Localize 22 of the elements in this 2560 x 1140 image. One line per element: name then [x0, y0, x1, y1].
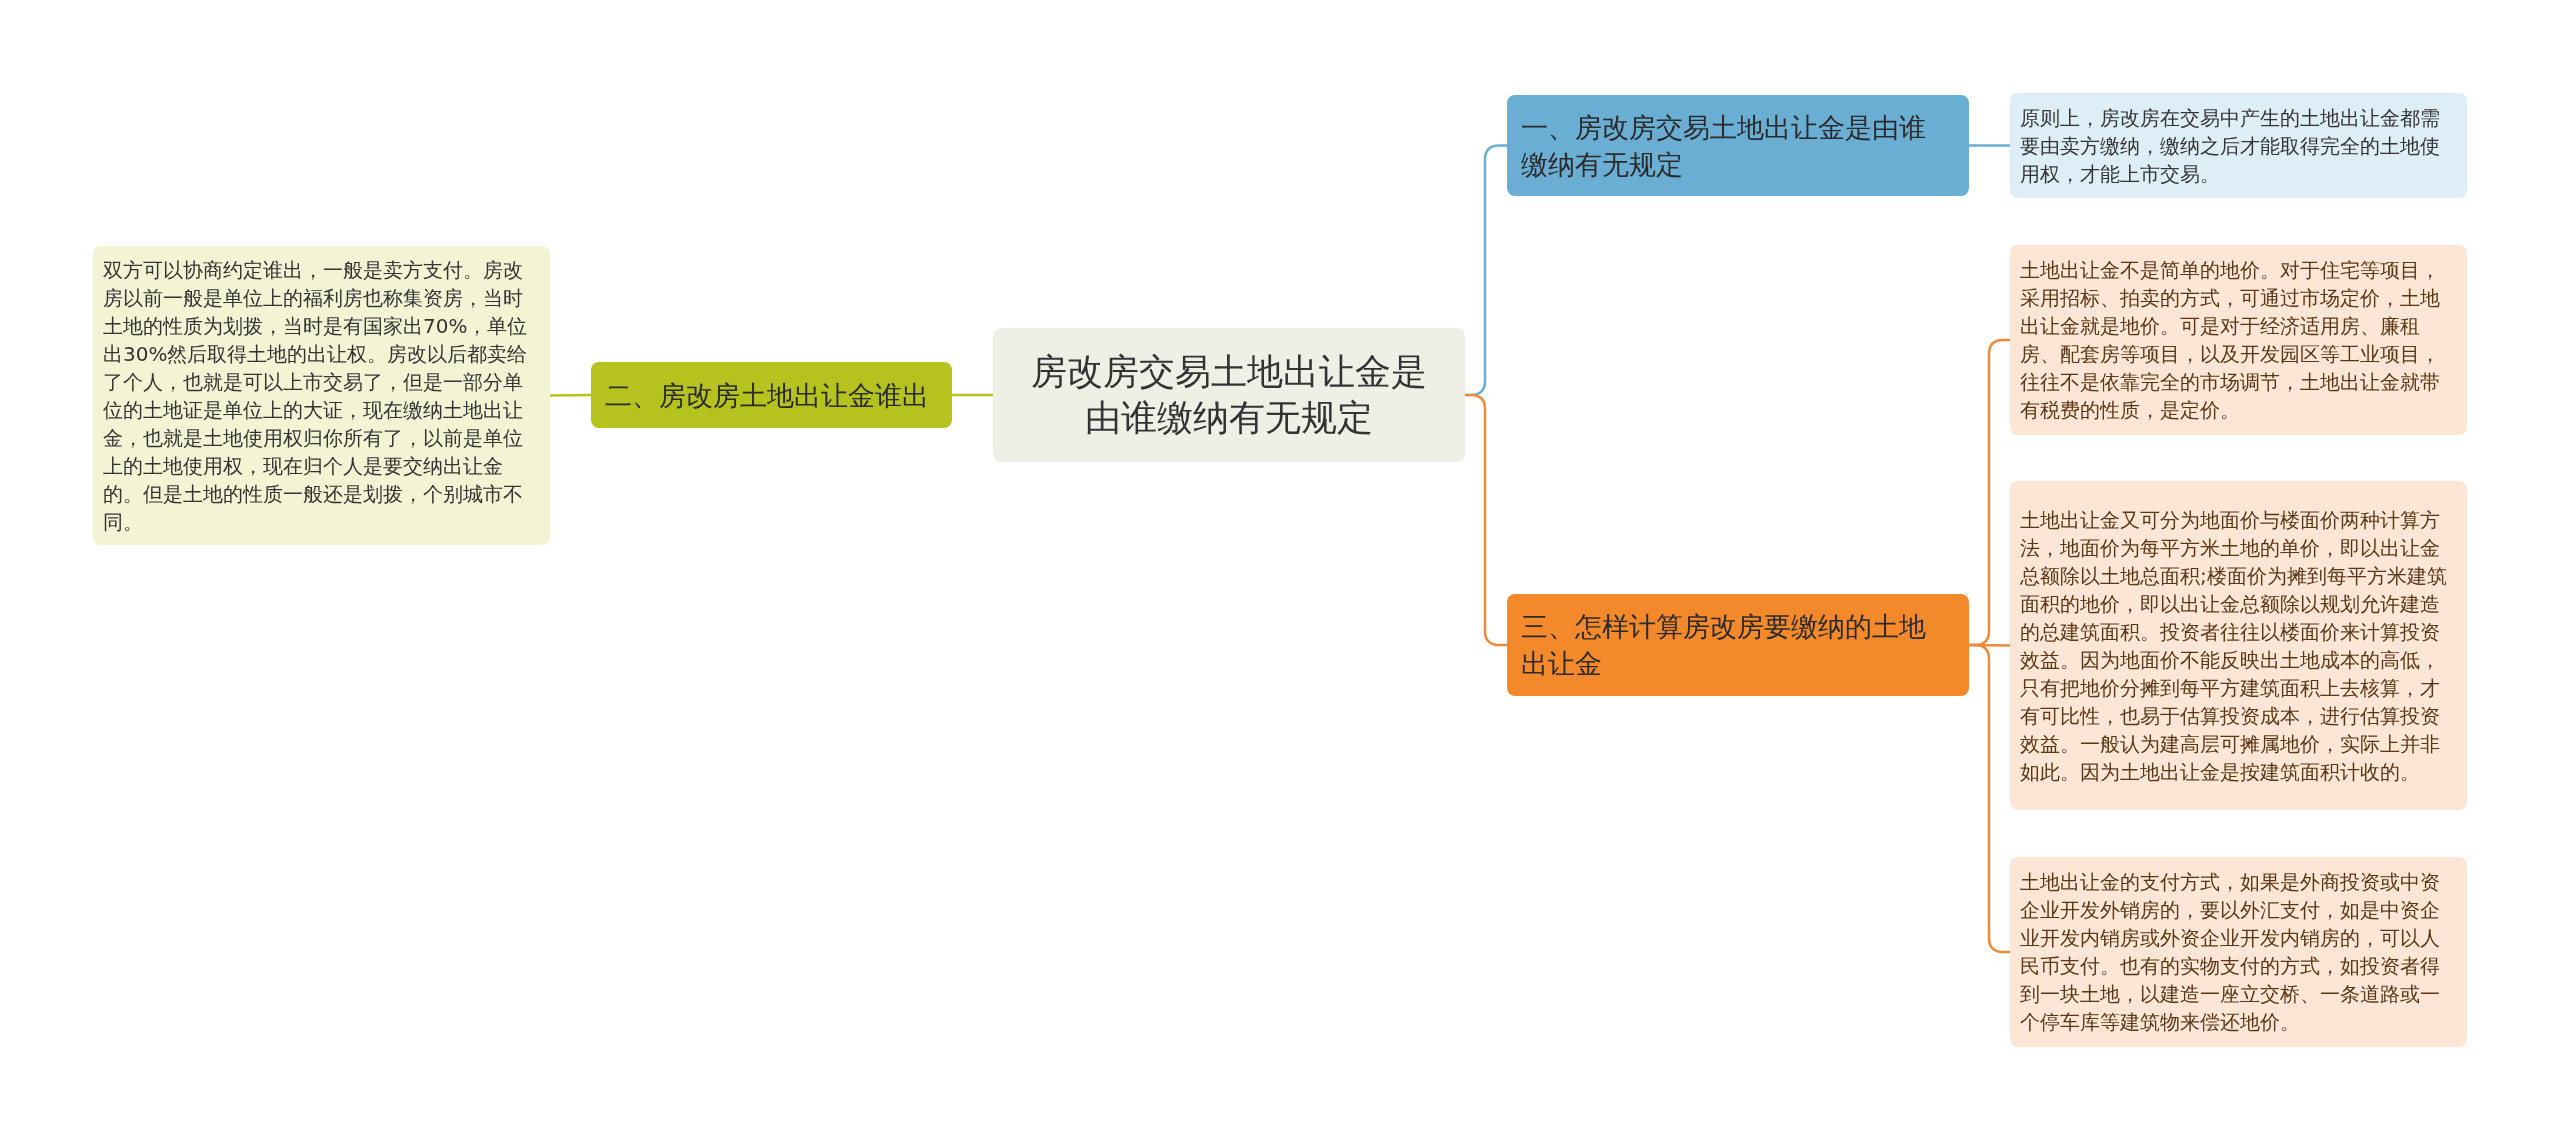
branch-topic-box — [591, 362, 952, 428]
note-text: 原则上，房改房在交易中产生的土地出让金都需要由卖方缴纳，缴纳之后才能取得完全的土地使用权，才能上市交易。 — [2020, 104, 2441, 188]
branch-text: 三、怎样计算房改房要缴纳的土地出让金 — [1521, 610, 1927, 681]
note-text: 土地出让金不是简单的地价。对于住宅等项目，采用招标、拍卖的方式，可通过市场定价，土地出让金就是地价。可是对于经济适用房、廉租房、配套房等项目，以及开发园区等工业项目，往往不是依靠完全的市场调节，土地出让金就带有税费的性质，是定价。 — [2020, 257, 2441, 424]
branch-text: 一、房改房交易土地出让金是由谁缴纳有无规定 — [1521, 110, 1927, 182]
connector-line — [550, 393, 591, 397]
note-card — [2010, 93, 2467, 198]
connector-line — [1969, 144, 2010, 147]
branch-topic-box — [1507, 95, 1969, 196]
note-card — [2010, 481, 2467, 810]
note-card — [2010, 245, 2467, 435]
note-text: 土地出让金的支付方式，如果是外商投资或中资企业开发外销房的，要以外汇支付，如是中资企业开发内销房或外资企业开发内销房的，可以人民币支付。也有的实物支付的方式，如投资者得到一块土地，以建造一座立交桥、一条道路或一个停车库等建筑物来偿还地价。 — [2020, 869, 2441, 1036]
connector-line — [952, 393, 993, 397]
note-text: 双方可以协商约定谁出，一般是卖方支付。房改房以前一般是单位上的福利房也称集资房，当时土地的性质为划拨，当时是有国家出70%，单位出30%然后取得土地的出让权。房改以后都卖给了个人，也就是可以上市交易了，但是一部分单位的土地证是单位上的大证，现在缴纳土地出让金，也就是土地使用权归你所有了，以前是单位上的土地使用权，现在归个人是要交纳出让金的。但是土地的性质一般还是划拨，个别城市不同。 — [103, 256, 529, 536]
note-text: 土地出让金又可分为地面价与楼面价两种计算方法，地面价为每平方米土地的单价，即以出让金总额除以土地总面积;楼面价为摊到每平方米建筑面积的地价，即以出让金总额除以规划允许建造的总建筑面积。投资者往往以楼面价来计算投资效益。因为地面价不能反映出土地成本的高低，只有把地价分摊到每平方建筑面积上去核算，才有可比性，也易于估算投资成本，进行估算投资效益。一般认为建高层可摊属地价，实际上并非如此。因为土地出让金是按建筑面积计收的。 — [2020, 506, 2448, 786]
central-topic-box — [993, 328, 1465, 462]
topic-text: 房改房交易土地出让金是由谁缴纳有无规定 — [1030, 350, 1428, 440]
connector-line — [1465, 393, 1507, 647]
note-card — [2010, 857, 2467, 1047]
branch-text: 二、房改房土地出让金谁出 — [605, 378, 930, 413]
connector-line — [1969, 643, 2010, 954]
branch-topic-box — [1507, 594, 1969, 696]
